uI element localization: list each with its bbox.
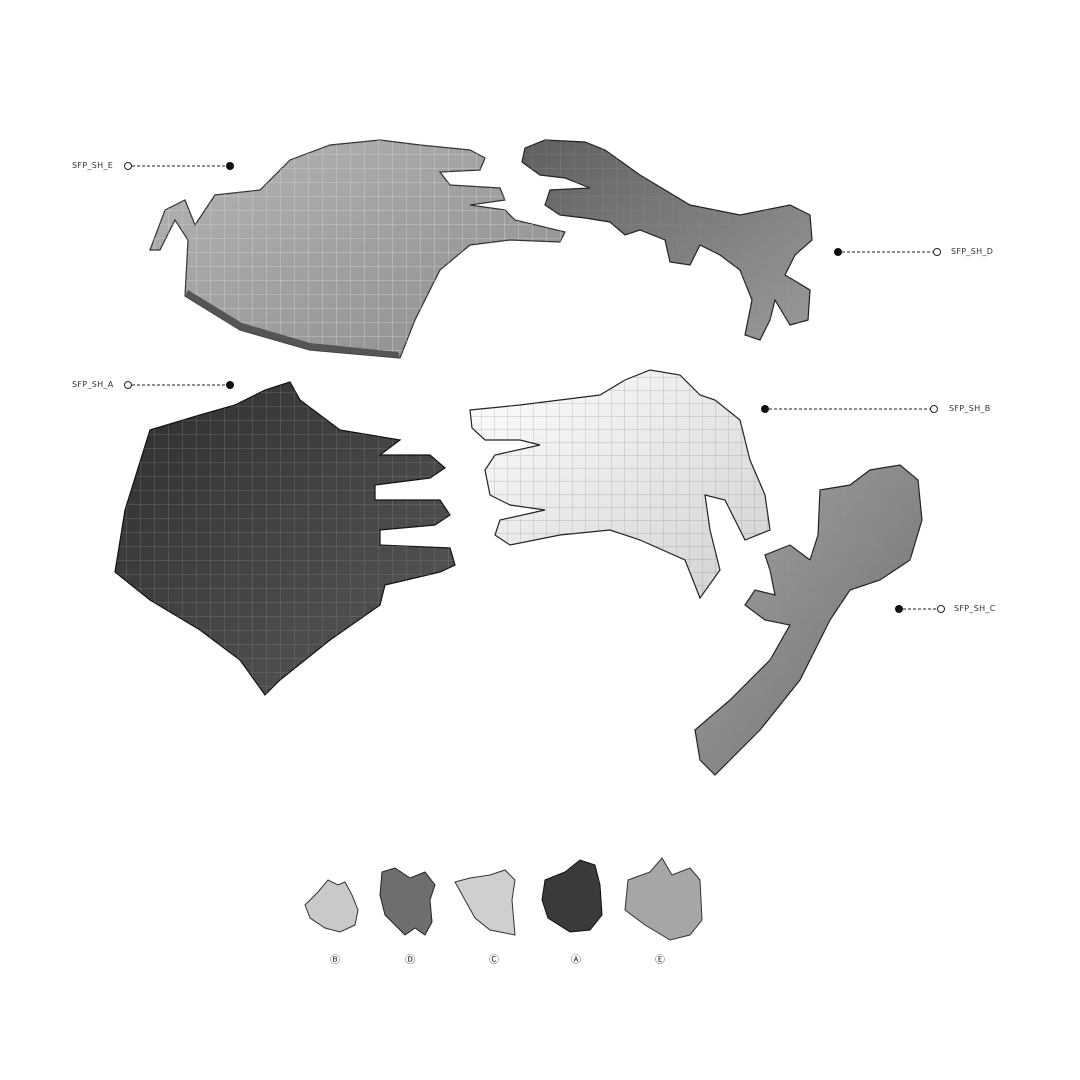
thumbnail-label-e: Ⓔ: [655, 955, 665, 966]
thumbnail-a: [541, 859, 603, 933]
callout-label-e: SFP_SH_E: [72, 161, 114, 170]
callout-label-a: SFP_SH_A: [72, 380, 114, 389]
thumbnail-label-a: Ⓐ: [571, 955, 581, 966]
leader-b: [761, 405, 938, 413]
shell-e: [149, 139, 566, 359]
leader-e: [124, 162, 234, 170]
shell-b: [469, 369, 771, 600]
thumbnail-e: [624, 857, 703, 941]
thumbnail-label-c: Ⓒ: [489, 955, 499, 966]
thumbnail-d: [379, 867, 436, 936]
thumbnail-label-b: Ⓑ: [330, 955, 340, 966]
thumbnail-c: [454, 869, 516, 936]
thumbnail-label-d: Ⓓ: [405, 955, 415, 966]
callout-label-d: SFP_SH_D: [951, 247, 994, 256]
shell-c: [694, 464, 923, 776]
shell-a: [114, 381, 456, 696]
shell-d: [521, 139, 813, 341]
leader-a: [124, 381, 234, 389]
callout-label-b: SFP_SH_B: [949, 404, 991, 413]
leader-d: [834, 248, 941, 256]
callout-label-c: SFP_SH_C: [954, 604, 996, 613]
thumbnail-b: [304, 879, 359, 933]
leader-c: [895, 605, 945, 613]
